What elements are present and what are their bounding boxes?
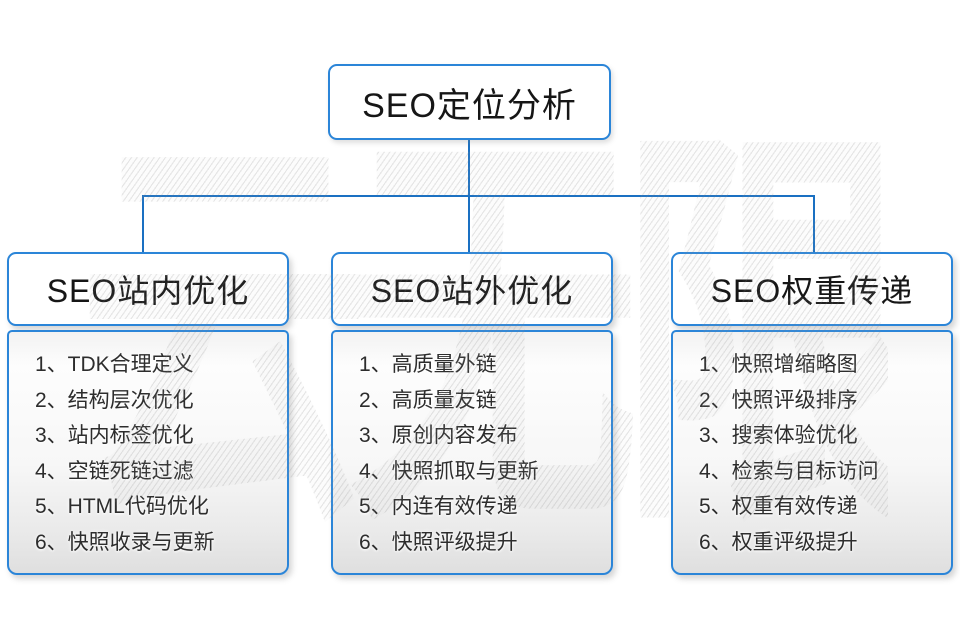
list-item: 6、快照收录与更新 xyxy=(35,530,215,554)
branch-list-onsite: 1、TDK合理定义 2、结构层次优化 3、站内标签优化 4、空链死链过滤 5、H… xyxy=(7,330,289,575)
branch-list-weight: 1、快照增缩略图 2、快照评级排序 3、搜索体验优化 4、检索与目标访问 5、权… xyxy=(671,330,953,575)
connector-left-drop xyxy=(142,197,144,253)
list-item: 4、空链死链过滤 xyxy=(35,459,194,483)
connector-root-down xyxy=(468,139,470,197)
list-item: 4、快照抓取与更新 xyxy=(359,459,539,483)
branch-list-offsite: 1、高质量外链 2、高质量友链 3、原创内容发布 4、快照抓取与更新 5、内连有… xyxy=(331,330,613,575)
list-item: 4、检索与目标访问 xyxy=(699,459,879,483)
list-item: 6、权重评级提升 xyxy=(699,530,858,554)
list-item: 2、结构层次优化 xyxy=(35,388,194,412)
connector-middle-drop xyxy=(468,197,470,253)
list-item: 1、TDK合理定义 xyxy=(35,353,194,376)
connector-right-drop xyxy=(813,197,815,253)
list-item: 1、快照增缩略图 xyxy=(699,353,858,376)
list-item: 2、快照评级排序 xyxy=(699,388,858,412)
connector-horizontal xyxy=(142,195,815,197)
branch-header-offsite: SEO站外优化 xyxy=(331,252,613,326)
branch-header-onsite: SEO站内优化 xyxy=(7,252,289,326)
list-item: 3、搜索体验优化 xyxy=(699,424,858,447)
list-item: 3、原创内容发布 xyxy=(359,424,518,447)
list-item: 1、高质量外链 xyxy=(359,353,497,376)
list-item: 2、高质量友链 xyxy=(359,388,497,412)
list-item: 6、快照评级提升 xyxy=(359,530,518,554)
list-item: 3、站内标签优化 xyxy=(35,424,194,447)
list-item: 5、权重有效传递 xyxy=(699,495,858,518)
list-item: 5、内连有效传递 xyxy=(359,495,518,518)
root-node-title: SEO定位分析 xyxy=(328,64,611,140)
branch-header-weight: SEO权重传递 xyxy=(671,252,953,326)
list-item: 5、HTML代码优化 xyxy=(35,495,209,518)
